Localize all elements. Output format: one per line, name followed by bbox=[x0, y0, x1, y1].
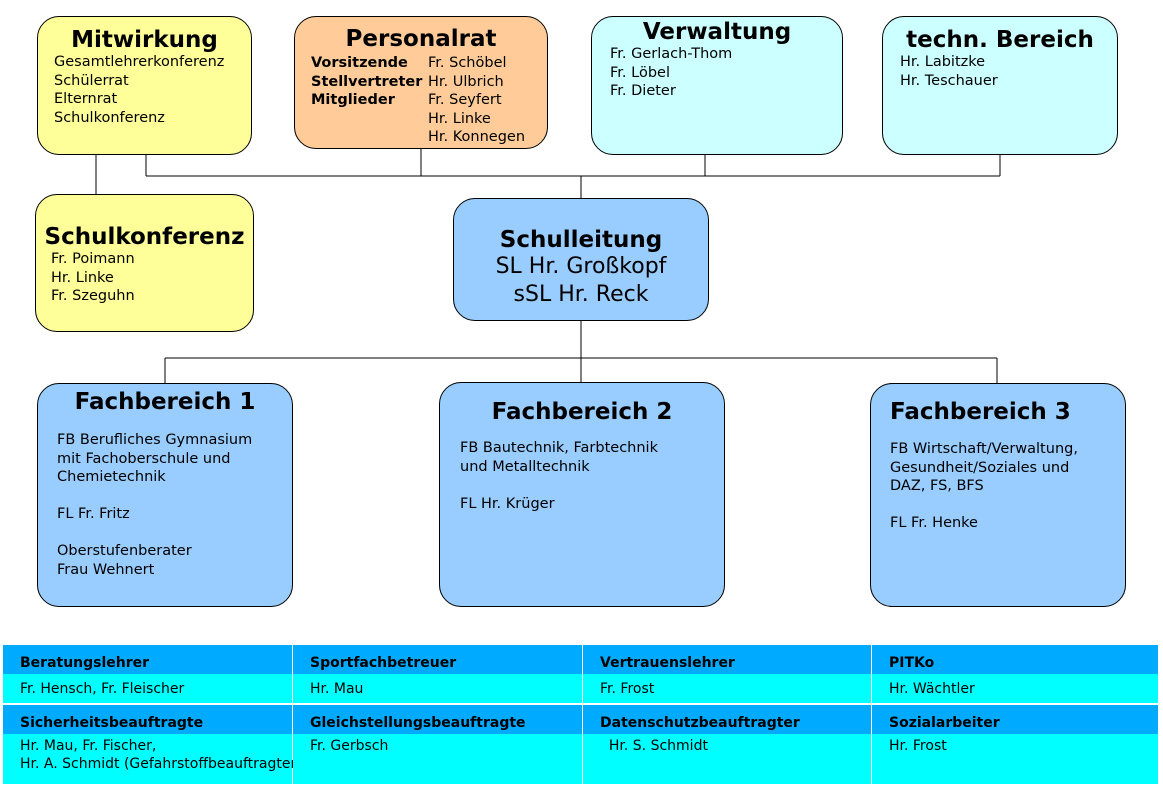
fachbereich-3-title: Fachbereich 3 bbox=[890, 399, 1071, 425]
table-cell: Fr. Hensch, Fr. Fleischer bbox=[3, 674, 293, 703]
table-cell-line: Hr. A. Schmidt (Gefahrstoffbeauftragter) bbox=[20, 756, 302, 772]
table-header-cell: Sicherheitsbeauftragte bbox=[3, 705, 293, 734]
mitwirkung-box: Mitwirkung Gesamtlehrerkonferenz Schüler… bbox=[37, 16, 252, 155]
table-cell: Fr. Gerbsch bbox=[293, 734, 583, 784]
technik-item: Hr. Teschauer bbox=[900, 72, 998, 89]
schulleitung-title: Schulleitung bbox=[499, 227, 663, 253]
schulleitung-ssl: sSL Hr. Reck bbox=[513, 282, 649, 307]
fachbereich-1-line: FL Fr. Fritz bbox=[57, 506, 130, 522]
personalrat-member: Hr. Ulbrich bbox=[428, 73, 504, 90]
table-row: Hr. Mau, Fr. Fischer, Hr. A. Schmidt (Ge… bbox=[3, 734, 1158, 784]
table-header-cell: Gleichstellungsbeauftragte bbox=[293, 705, 583, 734]
table-cell-line: Hr. Mau, Fr. Fischer, bbox=[20, 738, 157, 754]
fachbereich-2-box: Fachbereich 2 FB Bautechnik, Farbtechnik… bbox=[439, 382, 725, 607]
fachbereich-1-line: Frau Wehnert bbox=[57, 561, 155, 578]
fachbereich-3-box: Fachbereich 3 FB Wirtschaft/Verwaltung, … bbox=[870, 383, 1126, 607]
verwaltung-title: Verwaltung bbox=[642, 19, 792, 45]
table-cell: Hr. S. Schmidt bbox=[583, 734, 872, 784]
table-header-row: Beratungslehrer Sportfachbetreuer Vertra… bbox=[3, 645, 1158, 674]
fachbereich-1-title: Fachbereich 1 bbox=[74, 389, 256, 415]
fachbereich-1-line: FB Berufliches Gymnasium bbox=[57, 432, 253, 448]
mitwirkung-item: Elternrat bbox=[54, 91, 118, 107]
technik-box: techn. Bereich Hr. Labitzke Hr. Teschaue… bbox=[882, 16, 1118, 155]
personalrat-member: Fr. Schöbel bbox=[428, 55, 507, 71]
fachbereich-3-line: FB Wirtschaft/Verwaltung, bbox=[890, 441, 1078, 457]
table-cell: Hr. Frost bbox=[872, 734, 1158, 784]
table-cell: Hr. Wächtler bbox=[872, 674, 1158, 703]
fachbereich-2-line: FB Bautechnik, Farbtechnik bbox=[460, 440, 658, 456]
fachbereich-2-line: FL Hr. Krüger bbox=[460, 495, 555, 512]
fachbereich-3-line: Gesundheit/Soziales und bbox=[890, 459, 1070, 476]
schulkonferenz-title: Schulkonferenz bbox=[44, 224, 245, 250]
table-cell: Hr. Mau, Fr. Fischer, Hr. A. Schmidt (Ge… bbox=[3, 734, 302, 784]
table-header-cell: Datenschutzbeauftragter bbox=[583, 705, 872, 734]
fachbereich-2-title: Fachbereich 2 bbox=[491, 399, 673, 425]
table-header-row: Sicherheitsbeauftragte Gleichstellungsbe… bbox=[3, 703, 1158, 734]
schulkonferenz-item: Fr. Szeguhn bbox=[51, 288, 135, 304]
fachbereich-1-line: Chemietechnik bbox=[57, 469, 166, 485]
schulkonferenz-box: Schulkonferenz Fr. Poimann Hr. Linke Fr.… bbox=[35, 194, 254, 332]
personalrat-role bbox=[295, 128, 428, 147]
verwaltung-item: Fr. Dieter bbox=[610, 83, 676, 99]
technik-title: techn. Bereich bbox=[906, 27, 1094, 53]
fachbereich-3-line: DAZ, FS, BFS bbox=[890, 478, 984, 494]
mitwirkung-item: Schülerrat bbox=[54, 72, 129, 89]
personalrat-member: Hr. Konnegen bbox=[428, 129, 526, 145]
personalrat-member: Hr. Linke bbox=[428, 110, 491, 127]
table-cell: Hr. Mau bbox=[293, 674, 583, 703]
schulleitung-box: Schulleitung SL Hr. Großkopf sSL Hr. Rec… bbox=[453, 198, 709, 321]
table-cell-line: Hr. Frost bbox=[889, 738, 947, 754]
verwaltung-item: Fr. Löbel bbox=[610, 64, 670, 81]
table-cell-line: Hr. S. Schmidt bbox=[600, 738, 708, 754]
table-header-cell: Sozialarbeiter bbox=[872, 705, 1158, 734]
mitwirkung-title: Mitwirkung bbox=[71, 27, 218, 53]
personalrat-box: Personalrat Vorsitzende Fr. Schöbel Stell… bbox=[294, 16, 548, 149]
mitwirkung-item: Schulkonferenz bbox=[54, 109, 165, 126]
fachbereich-3-line: FL Fr. Henke bbox=[890, 515, 978, 531]
table-header-cell: Sportfachbetreuer bbox=[293, 645, 583, 674]
personalrat-title: Personalrat bbox=[345, 26, 497, 52]
mitwirkung-item: Gesamtlehrerkonferenz bbox=[54, 54, 225, 70]
schulkonferenz-item: Hr. Linke bbox=[51, 269, 114, 286]
personalrat-role bbox=[295, 110, 428, 129]
roles-table: Beratungslehrer Sportfachbetreuer Vertra… bbox=[3, 645, 1158, 784]
fachbereich-1-line: mit Fachoberschule und bbox=[57, 450, 231, 467]
fachbereich-1-line: Oberstufenberater bbox=[57, 543, 192, 559]
personalrat-member: Fr. Seyfert bbox=[428, 92, 502, 108]
verwaltung-item: Fr. Gerlach-Thom bbox=[610, 46, 733, 62]
fachbereich-1-box: Fachbereich 1 FB Berufliches Gymnasium m… bbox=[37, 383, 293, 607]
table-cell: Fr. Frost bbox=[583, 674, 872, 703]
table-cell-line: Fr. Gerbsch bbox=[310, 738, 389, 754]
technik-item: Hr. Labitzke bbox=[900, 54, 986, 70]
schulkonferenz-item: Fr. Poimann bbox=[51, 251, 135, 267]
table-header-cell: Beratungslehrer bbox=[3, 645, 293, 674]
table-header-cell: Vertrauenslehrer bbox=[583, 645, 872, 674]
schulleitung-sl: SL Hr. Großkopf bbox=[495, 254, 667, 279]
table-row: Fr. Hensch, Fr. Fleischer Hr. Mau Fr. Fr… bbox=[3, 674, 1158, 703]
table-header-cell: PITKo bbox=[872, 645, 1158, 674]
personalrat-role: Stellvertreter bbox=[311, 73, 423, 90]
personalrat-role: Mitglieder bbox=[311, 92, 395, 108]
verwaltung-box: Verwaltung Fr. Gerlach-Thom Fr. Löbel Fr… bbox=[591, 16, 843, 155]
personalrat-role: Vorsitzende bbox=[311, 55, 408, 71]
fachbereich-2-line: und Metalltechnik bbox=[460, 458, 590, 475]
